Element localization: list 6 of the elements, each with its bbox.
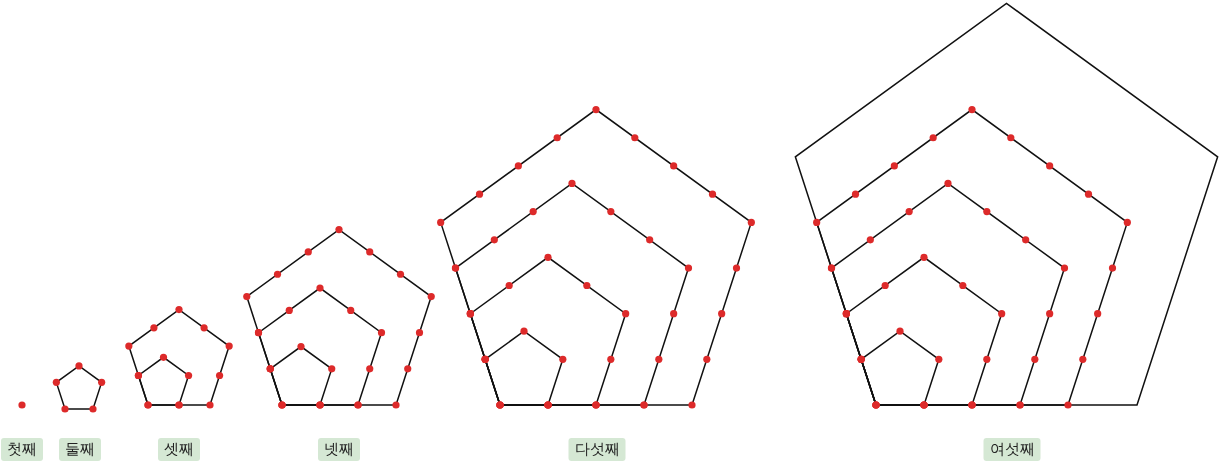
figure-label: 여섯째 bbox=[983, 438, 1041, 461]
figure-label: 둘째 bbox=[59, 438, 101, 461]
figure-label: 첫째 bbox=[1, 438, 43, 461]
figure-label: 셋째 bbox=[158, 438, 200, 461]
figure-label: 넷째 bbox=[318, 438, 360, 461]
figure-label: 다섯째 bbox=[568, 438, 626, 461]
